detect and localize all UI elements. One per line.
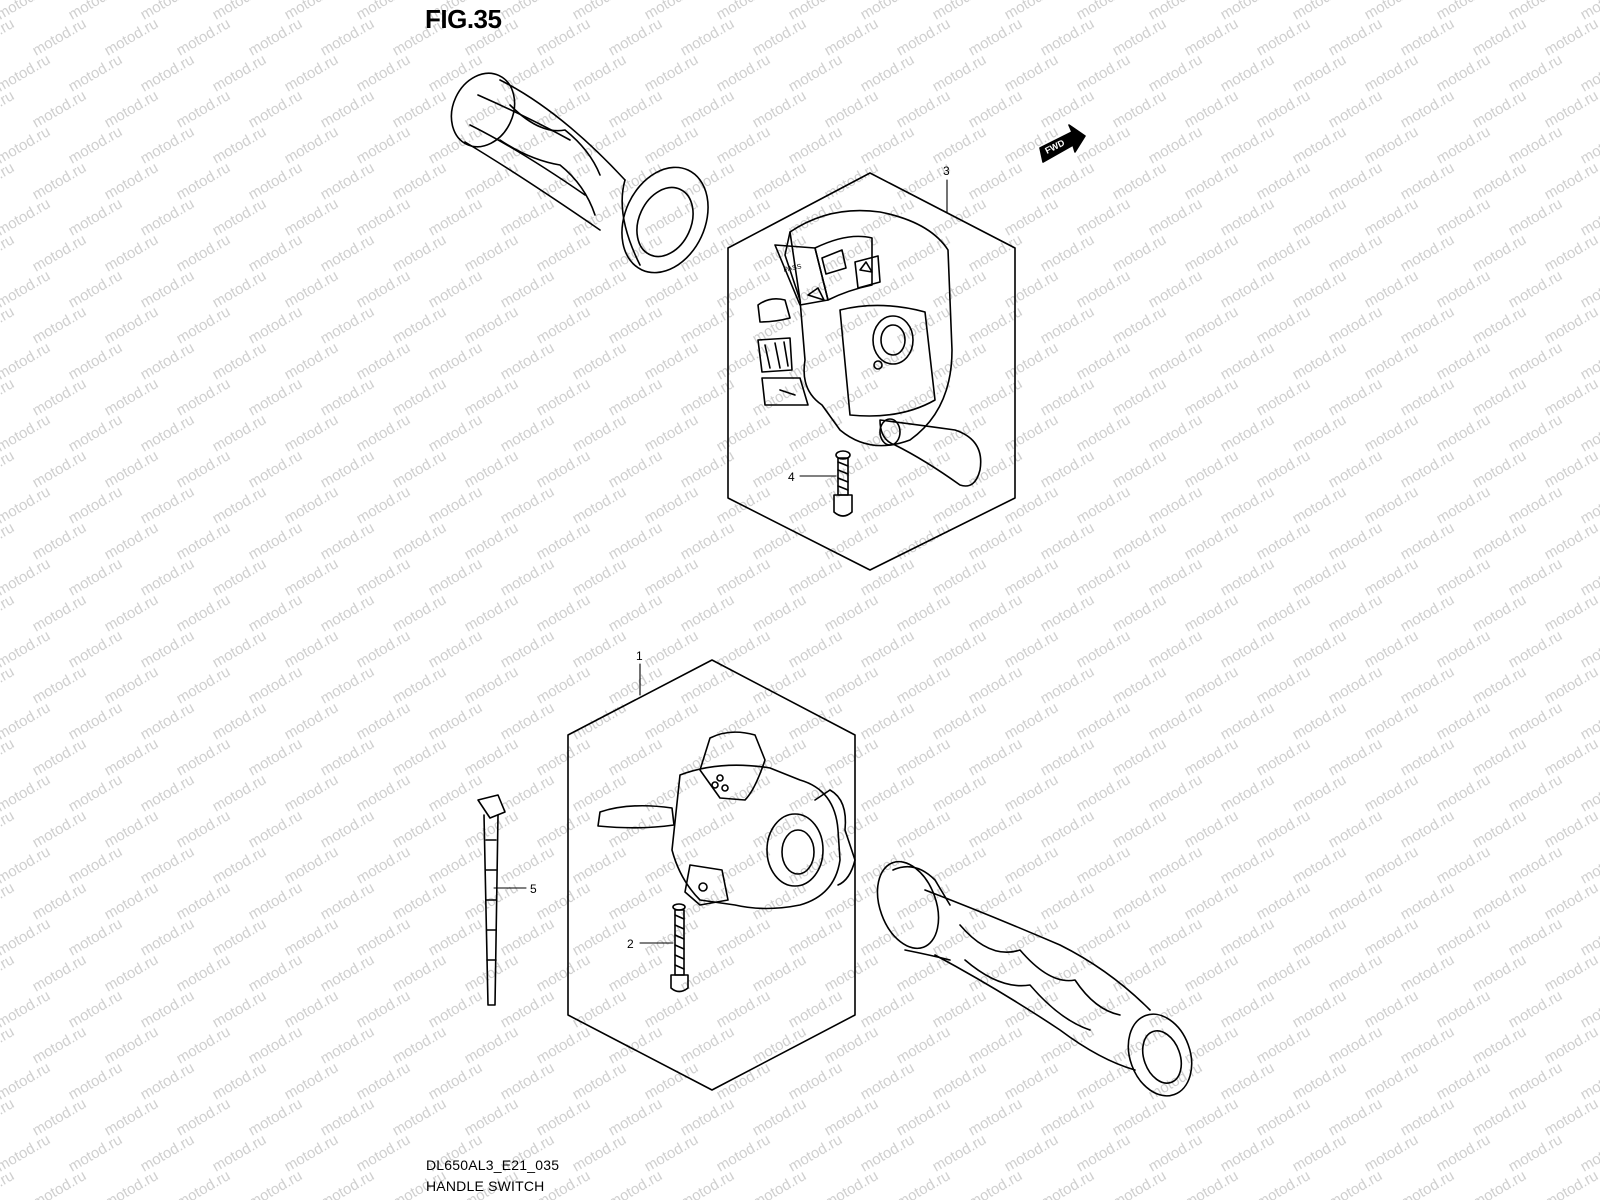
figure-code: DL650AL3_E21_035 xyxy=(426,1157,560,1173)
lower-grip xyxy=(876,860,1193,1097)
left-switch-body xyxy=(597,731,856,910)
callout-5: 5 xyxy=(530,882,537,896)
upper-assembly-frame xyxy=(727,172,1016,571)
callout-2: 2 xyxy=(627,937,634,951)
screw-2 xyxy=(670,903,689,993)
leader-lines xyxy=(493,179,948,944)
pass-label: PASS xyxy=(783,263,803,274)
clamp-5 xyxy=(477,794,506,1006)
screw-4 xyxy=(833,450,853,517)
fwd-arrow xyxy=(1039,124,1086,163)
upper-grip xyxy=(450,72,709,274)
figure-title: FIG.35 xyxy=(425,4,502,34)
callout-3: 3 xyxy=(943,164,950,178)
lower-assembly-frame xyxy=(567,659,856,1091)
right-switch-body xyxy=(757,209,982,487)
callout-1: 1 xyxy=(636,649,643,663)
figure-name: HANDLE SWITCH xyxy=(426,1178,545,1194)
callout-4: 4 xyxy=(788,470,795,484)
